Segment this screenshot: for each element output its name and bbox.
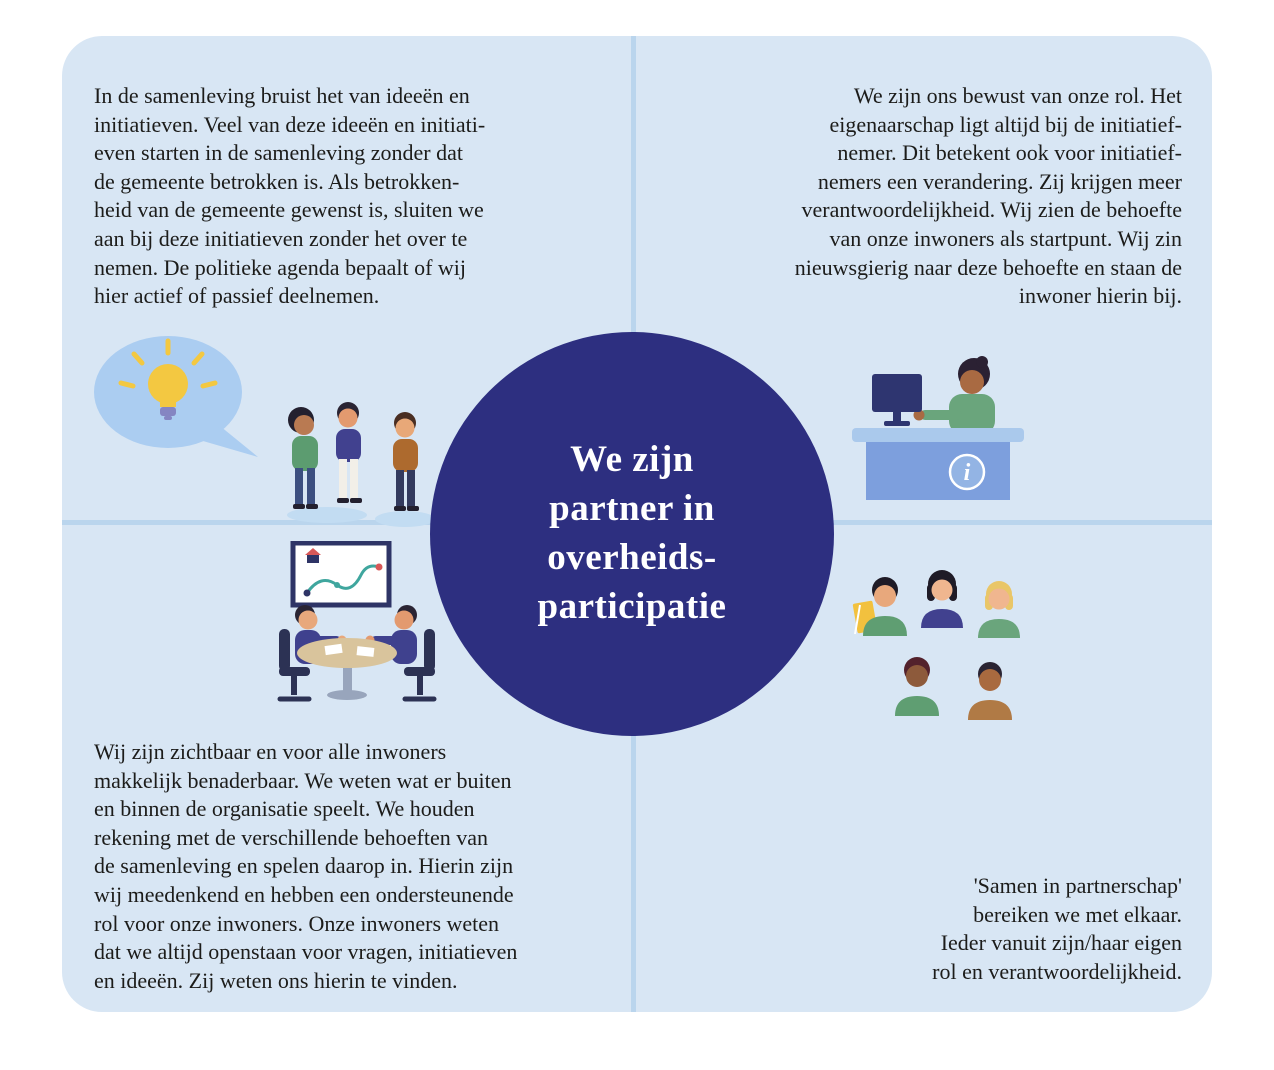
route-map-poster: [290, 541, 392, 608]
quadrant-top-right-text: We zijn ons bewust van onze rol. Het eig…: [794, 83, 1182, 309]
quadrant-bottom-right-text: 'Samen in partnerschap' bereiken we met …: [932, 873, 1182, 984]
person-figure-green: [288, 407, 318, 509]
lightbulb-icon: [118, 338, 218, 420]
svg-text:i: i: [964, 460, 971, 486]
service-desk-illustration: i: [852, 356, 1024, 500]
employee-figure: [913, 356, 995, 434]
quadrant-top-left-text: In de samenleving bruist het van ideeën …: [94, 83, 486, 309]
center-circle: We zijn partner in overheids- participat…: [430, 332, 834, 736]
person-bust-brown-person: [968, 662, 1012, 720]
person-bust-darkhair-woman: [895, 657, 939, 716]
person-figure-indigo: [336, 402, 362, 503]
person-bust-indigo-woman: [921, 570, 963, 628]
desk: [852, 428, 1024, 500]
infographic-panel: In de samenleving bruist het van ideeën …: [62, 36, 1212, 1012]
office-chair-right: [402, 629, 437, 702]
person-bust-blonde-woman: [978, 581, 1020, 638]
idea-sharing-illustration: [94, 336, 435, 527]
meeting-illustration: [277, 541, 437, 702]
computer-monitor: [872, 374, 922, 426]
ground-shadows: [287, 507, 435, 527]
office-chair-left: [277, 629, 312, 702]
round-table: [297, 638, 397, 700]
info-icon: i: [948, 453, 986, 491]
quadrant-bottom-left-text: Wij zijn zichtbaar en voor alle inwoners…: [94, 739, 518, 993]
person-bust-green-man: [863, 577, 907, 636]
center-title: We zijn partner in overheids- participat…: [537, 439, 727, 627]
group-discussion-illustration: [852, 570, 1020, 720]
person-figure-brown: [393, 412, 419, 511]
